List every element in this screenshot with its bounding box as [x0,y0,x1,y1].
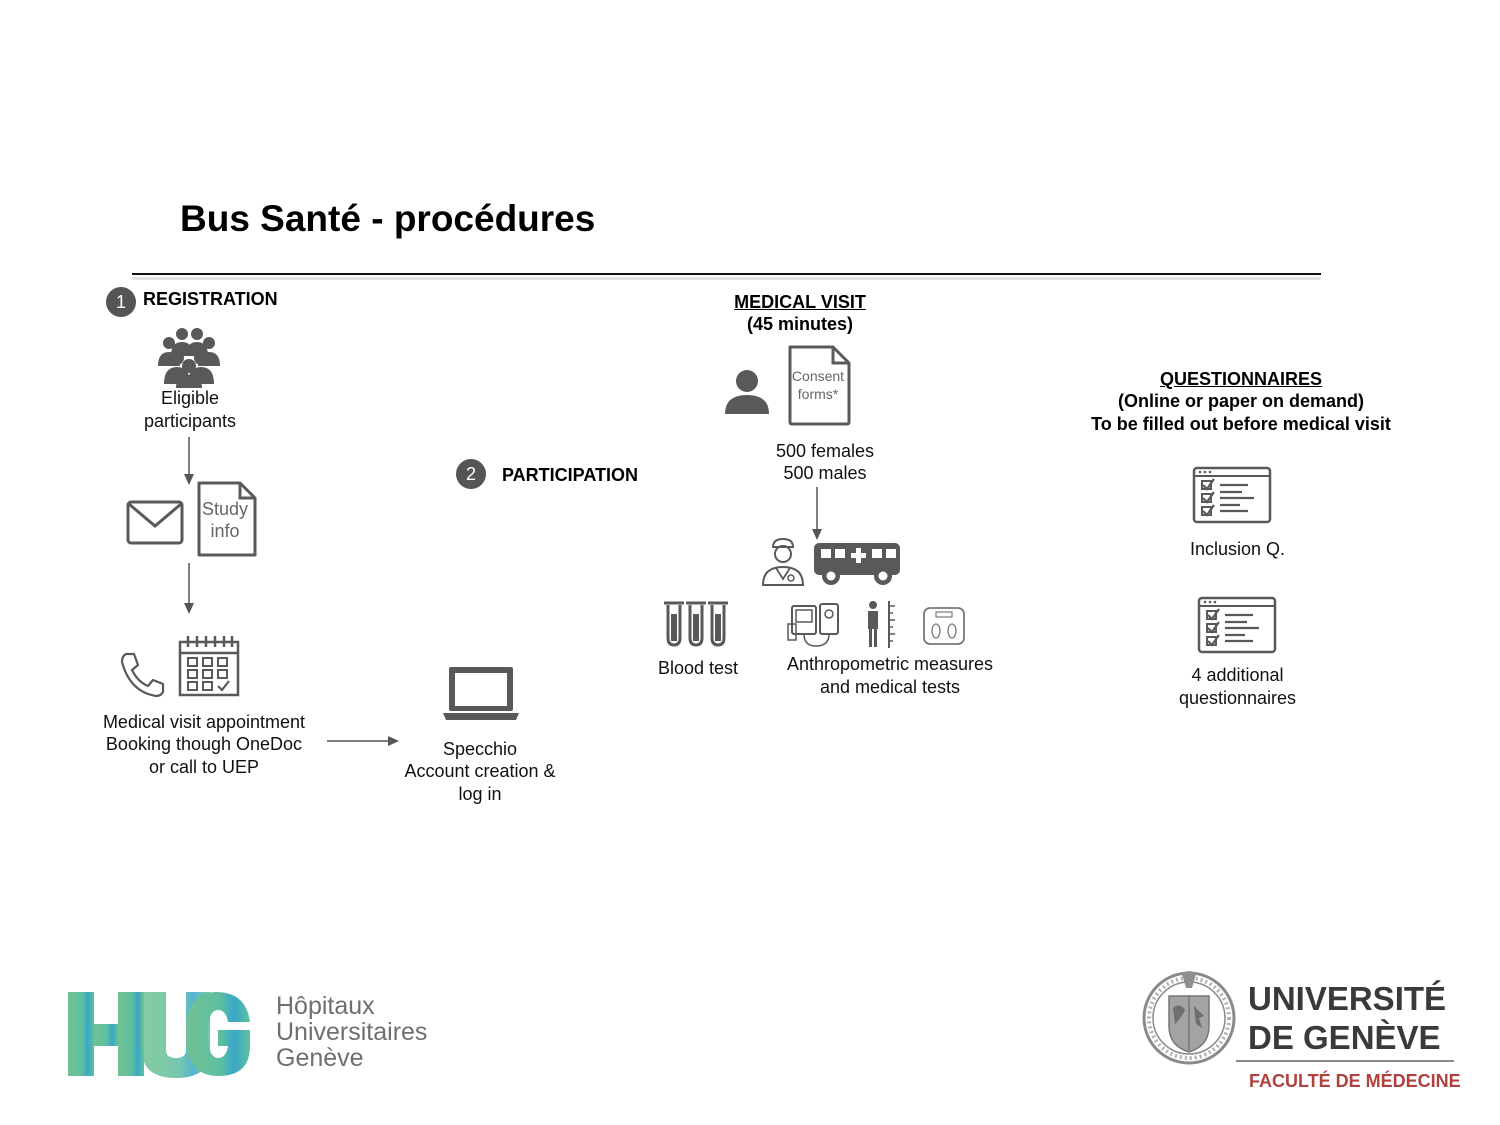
inclusion-label: Inclusion Q. [1189,539,1286,559]
height-measure-icon [868,601,895,648]
consent-document-icon [788,345,851,426]
person-icon [725,370,769,414]
hug-name-line1: Hôpitaux [276,992,375,1020]
appointment-line3: or call to UEP [148,757,260,777]
arrow-down-icon [184,437,194,485]
calendar-icon [178,636,240,697]
test-tubes-icon [664,601,728,647]
laptop-icon [443,667,519,720]
unige-seal-icon [1142,971,1236,1065]
hug-name-line2: Universitaires [276,1018,428,1046]
checklist-icon [1197,596,1277,654]
questionnaires-subtitle2: To be filled out before medical visit [1091,414,1391,434]
blood-test-label: Blood test [657,658,739,678]
page-title: Bus Santé - procédures [180,198,596,239]
title-divider-shadow [132,277,1321,280]
eligible-label-line1: Eligible [160,388,220,408]
people-group-icon [158,328,220,388]
unige-name-line1: UNIVERSITÉ [1248,980,1447,1017]
unige-name-line2: DE GENÈVE [1248,1019,1441,1056]
questionnaires-heading: QUESTIONNAIRES [1159,369,1323,389]
phone-icon [120,652,165,698]
unige-divider [1236,1060,1454,1062]
specchio-line2: Account creation & [404,761,556,781]
additional-line2: questionnaires [1178,688,1297,708]
specchio-line1: Specchio [442,739,518,759]
study-info-line1: Study [201,499,249,519]
unige-faculty: FACULTÉ DE MÉDECINE [1249,1071,1461,1091]
specchio-line3: log in [458,784,502,804]
participation-heading: PARTICIPATION [502,465,638,485]
anthro-line2: and medical tests [819,677,961,697]
medical-visit-duration: (45 minutes) [746,314,854,334]
study-info-line2: info [210,521,240,541]
appointment-line2: Booking though OneDoc [105,734,303,754]
hug-logo [68,992,250,1078]
arrow-down-icon [184,563,194,614]
eligible-label-line2: participants [143,411,237,431]
checklist-icon [1192,466,1272,524]
medical-visit-heading: MEDICAL VISIT [734,292,866,312]
step-1-badge: 1 [106,287,136,317]
hug-name-line3: Genève [276,1044,364,1072]
doctor-icon [761,537,805,586]
envelope-icon [126,500,184,545]
females-count: 500 females [775,441,875,461]
bus-icon [814,543,900,585]
arrow-right-icon [327,736,399,746]
additional-line1: 4 additional [1191,665,1284,685]
males-count: 500 males [783,463,867,483]
consent-line1: Consent [791,368,845,384]
document-icon [197,481,257,557]
scale-icon [923,607,965,645]
registration-heading: REGISTRATION [143,289,278,309]
blood-pressure-monitor-icon [787,603,839,647]
appointment-line1: Medical visit appointment [102,712,306,732]
step-2-badge: 2 [456,459,486,489]
questionnaires-subtitle1: (Online or paper on demand) [1117,391,1364,411]
title-divider [132,273,1321,275]
consent-line2: forms* [797,386,839,402]
arrow-down-icon [812,487,822,540]
anthro-line1: Anthropometric measures [786,654,994,674]
